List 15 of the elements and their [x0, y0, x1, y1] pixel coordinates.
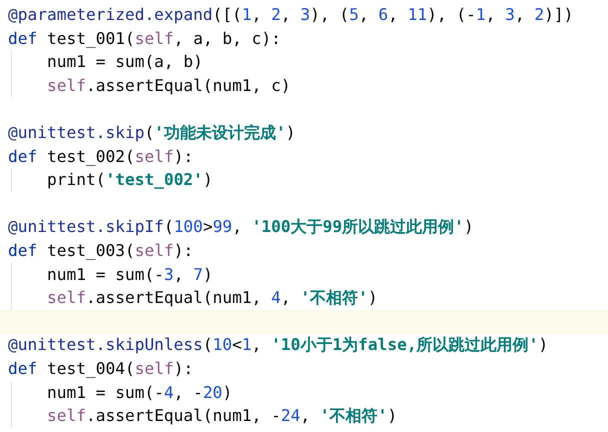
code-line: self.assertEqual(num1, -24, '不相符')	[46, 405, 398, 428]
code-line: num1 = sum(a, b)	[46, 51, 203, 74]
code-line: self.assertEqual(num1, 4, '不相符')	[46, 287, 378, 310]
code-line: num1 = sum(-4, -20)	[46, 382, 232, 404]
code-line: @unittest.skip('功能未设计完成')	[8, 122, 296, 144]
code-line: @unittest.skipIf(100>99, '100大于99所以跳过此用例')	[8, 216, 474, 238]
code-line: num1 = sum(-3, 7)	[46, 264, 213, 286]
code-line: self.assertEqual(num1, c)	[46, 74, 291, 97]
code-line: print('test_002')	[46, 169, 213, 192]
code-line: @unittest.skipUnless(10<1, '10小于1为false,所以跳过此用例')	[8, 334, 548, 356]
code-line: def test_001(self, a, b, c):	[8, 28, 281, 50]
code-line: def test_002(self):	[8, 146, 194, 168]
code-line: def test_004(self):	[8, 358, 194, 380]
code-line: @parameterized.expand([(1, 2, 3), (5, 6, 11), (-1, 3, 2)])	[8, 4, 574, 26]
code-line: def test_003(self):	[8, 240, 194, 262]
